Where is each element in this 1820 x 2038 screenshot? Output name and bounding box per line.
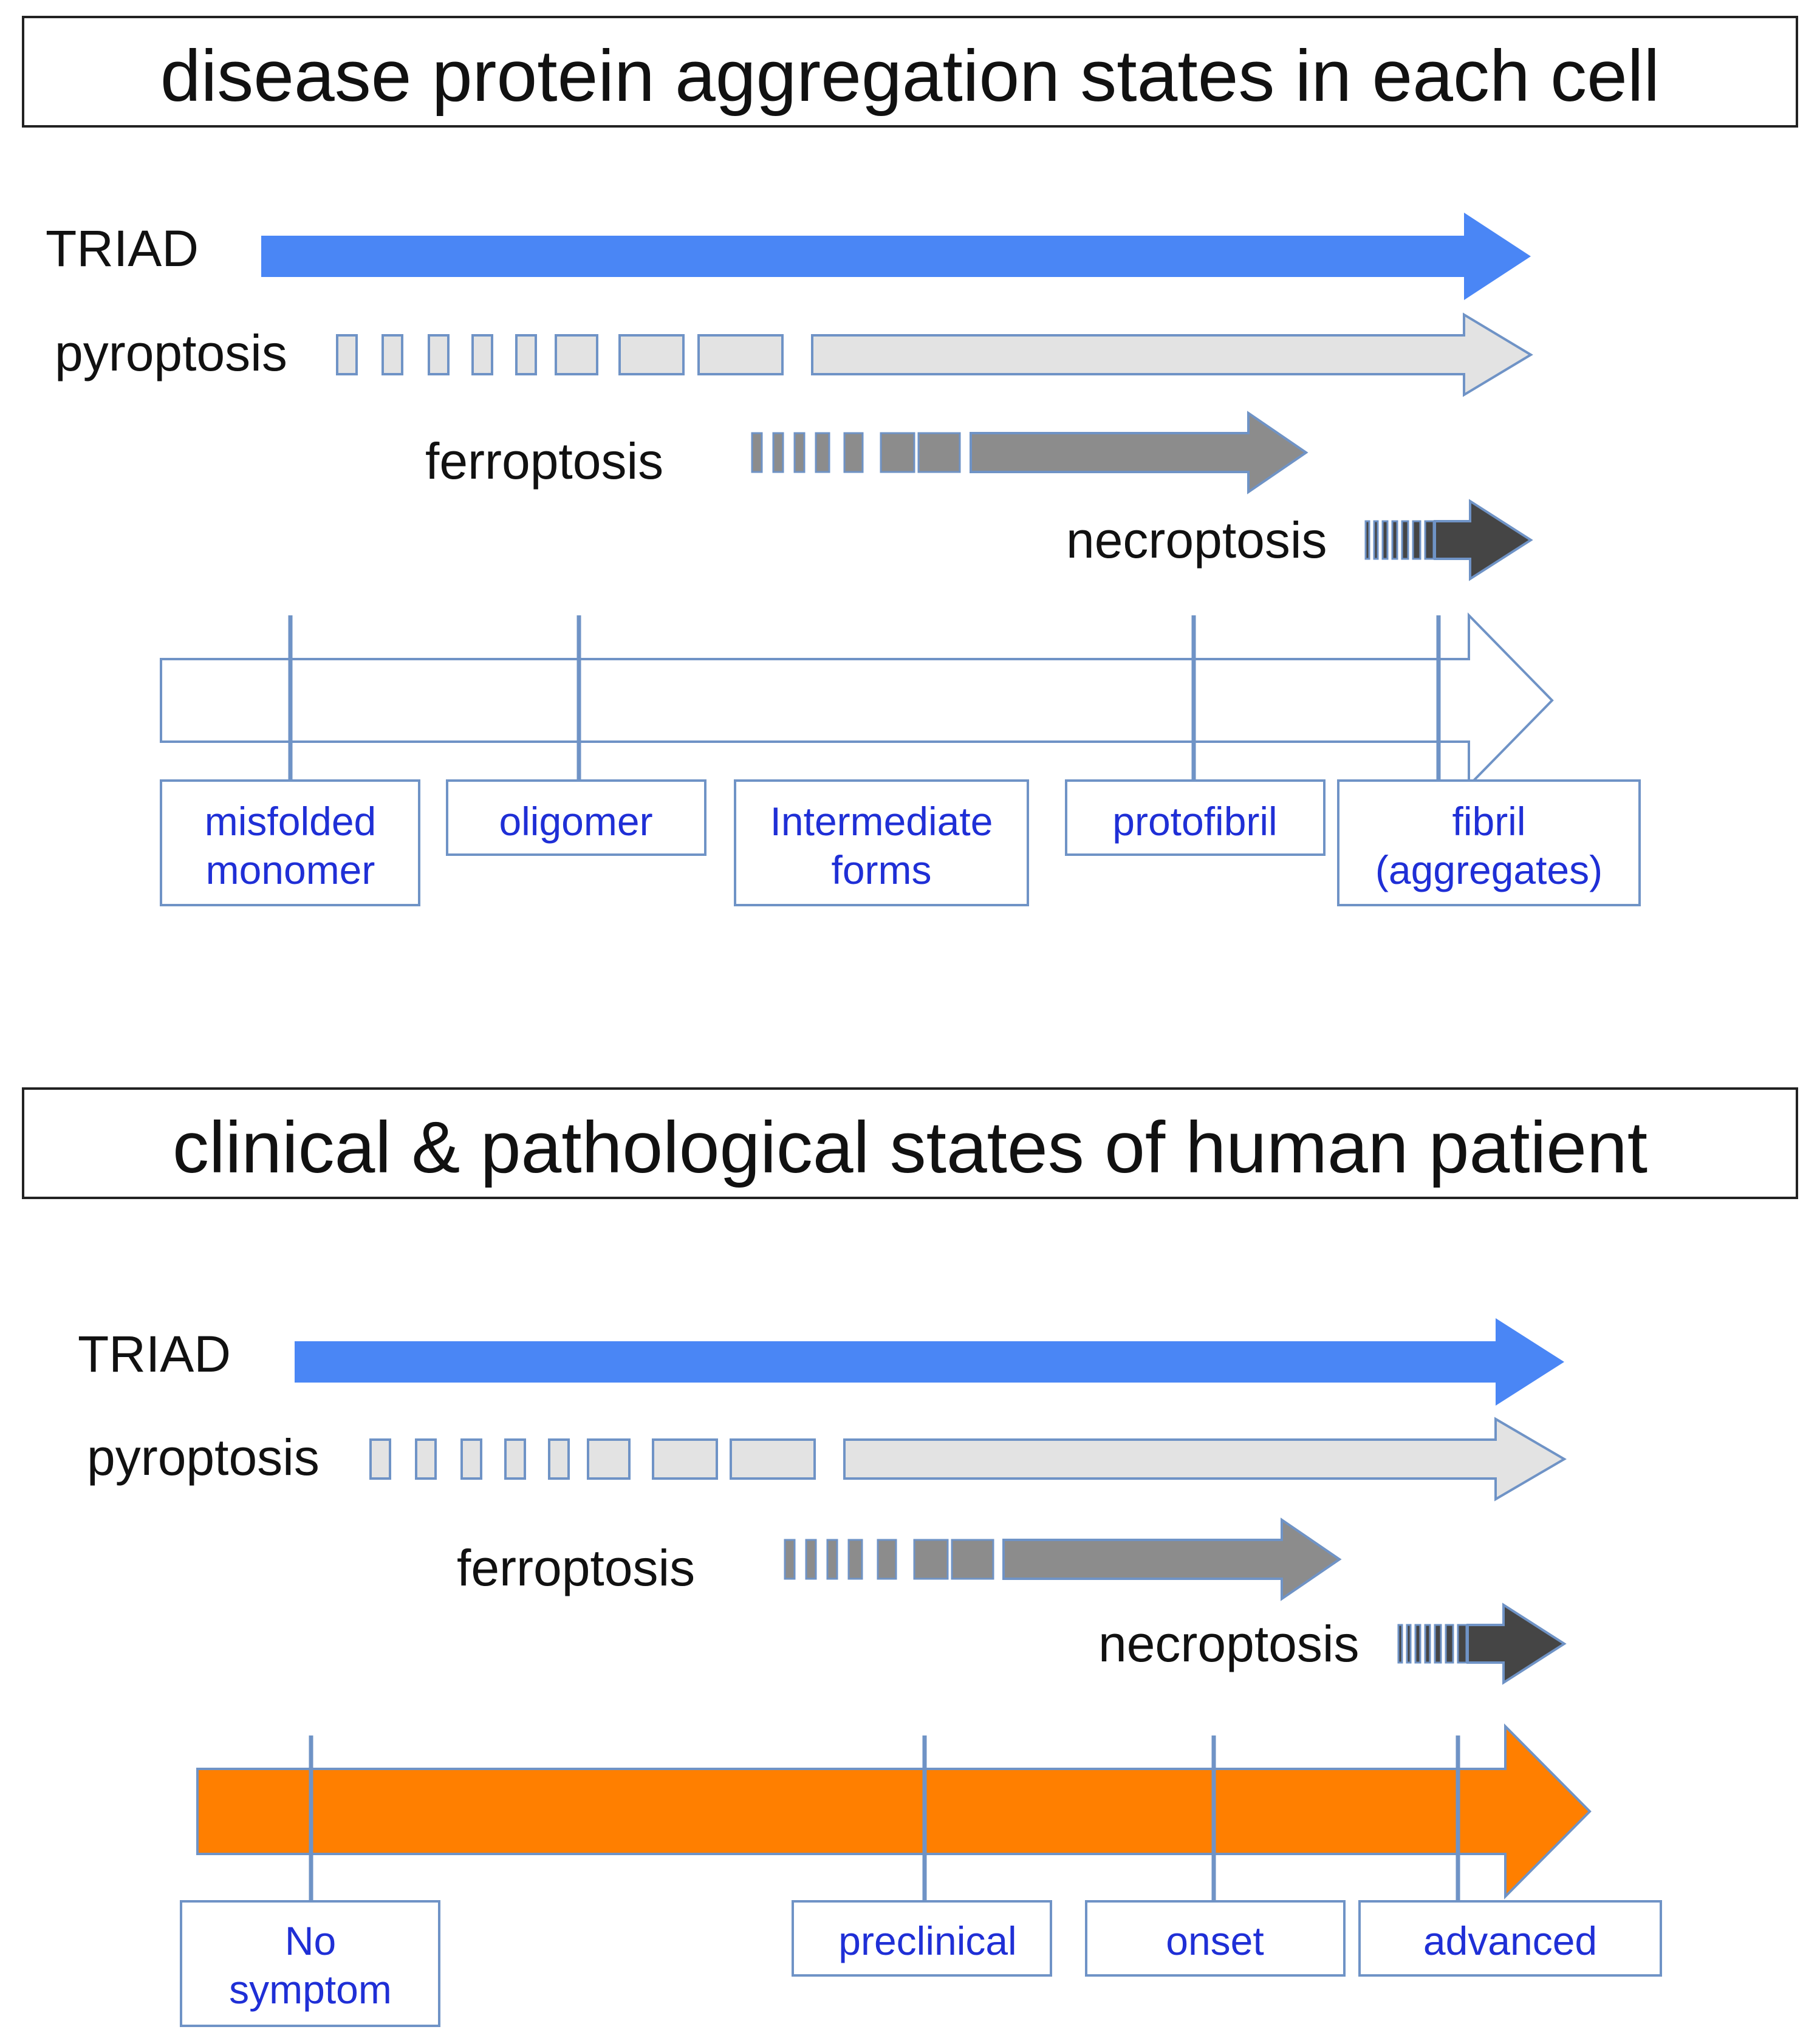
bottom-pyroptosis-arrow bbox=[843, 1417, 1567, 1502]
bottom-panel: clinical & pathological states of human … bbox=[22, 1087, 1798, 2027]
svg-text:(aggregates): (aggregates) bbox=[1375, 847, 1603, 892]
top-stage-ticks bbox=[288, 615, 1441, 779]
svg-text:forms: forms bbox=[832, 847, 932, 892]
bottom-title: clinical & pathological states of human … bbox=[173, 1107, 1647, 1188]
bottom-ferroptosis-arrow bbox=[1002, 1517, 1342, 1601]
svg-text:advanced: advanced bbox=[1423, 1918, 1597, 1963]
top-necroptosis-label: necroptosis bbox=[1066, 511, 1327, 569]
top-stage-intermediate-forms: Intermediate forms bbox=[734, 779, 1029, 906]
top-aggregation-axis-arrow bbox=[160, 612, 1554, 788]
bottom-pyroptosis-dashes bbox=[369, 1438, 816, 1480]
bottom-stage-onset: onset bbox=[1085, 1900, 1346, 1977]
bottom-ferroptosis-label: ferroptosis bbox=[457, 1539, 695, 1596]
bottom-necroptosis-arrow bbox=[1466, 1602, 1567, 1685]
bottom-triad-arrow bbox=[295, 1318, 1564, 1406]
bottom-necroptosis-label: necroptosis bbox=[1098, 1615, 1360, 1672]
svg-text:misfolded: misfolded bbox=[205, 799, 376, 844]
top-stage-protofibril: protofibril bbox=[1065, 779, 1326, 856]
bottom-patient-axis-arrow bbox=[196, 1723, 1592, 1900]
top-pyroptosis-label: pyroptosis bbox=[55, 324, 287, 381]
bottom-triad-label: TRIAD bbox=[78, 1325, 231, 1383]
top-title: disease protein aggregation states in ea… bbox=[160, 35, 1660, 117]
bottom-stage-advanced: advanced bbox=[1358, 1900, 1662, 1977]
top-stage-oligomer: oligomer bbox=[446, 779, 706, 856]
bottom-stage-preclinical: preclinical bbox=[792, 1900, 1052, 1977]
svg-text:Intermediate: Intermediate bbox=[770, 799, 993, 844]
bottom-pyroptosis-label: pyroptosis bbox=[87, 1429, 320, 1486]
top-triad-arrow bbox=[261, 213, 1531, 300]
top-triad-label: TRIAD bbox=[46, 220, 199, 277]
svg-text:symptom: symptom bbox=[229, 1967, 392, 2012]
bottom-title-box bbox=[22, 1087, 1798, 1199]
top-pyroptosis-arrow bbox=[811, 312, 1533, 397]
svg-text:onset: onset bbox=[1166, 1918, 1264, 1963]
top-title-box bbox=[22, 16, 1798, 128]
top-necroptosis-dashes bbox=[1364, 520, 1435, 560]
top-stage-fibril-aggregates: fibril (aggregates) bbox=[1337, 779, 1641, 906]
svg-text:No: No bbox=[285, 1918, 336, 1963]
svg-text:preclinical: preclinical bbox=[838, 1918, 1016, 1963]
bottom-stage-ticks bbox=[309, 1735, 1460, 1901]
top-necroptosis-arrow bbox=[1434, 499, 1533, 581]
bottom-stage-no-symptom: No symptom bbox=[180, 1900, 440, 2027]
bottom-necroptosis-dashes bbox=[1397, 1624, 1468, 1664]
top-panel: disease protein aggregation states in ea… bbox=[22, 16, 1798, 906]
top-ferroptosis-label: ferroptosis bbox=[425, 433, 663, 490]
svg-text:oligomer: oligomer bbox=[499, 799, 652, 844]
top-pyroptosis-dashes bbox=[336, 334, 784, 375]
top-ferroptosis-dashes bbox=[751, 432, 961, 473]
top-stage-misfolded-monomer: misfolded monomer bbox=[160, 779, 420, 906]
bottom-ferroptosis-dashes bbox=[784, 1539, 994, 1580]
top-ferroptosis-arrow bbox=[970, 411, 1309, 494]
svg-text:fibril: fibril bbox=[1452, 799, 1525, 844]
svg-text:protofibril: protofibril bbox=[1112, 799, 1277, 844]
svg-text:monomer: monomer bbox=[206, 847, 375, 892]
